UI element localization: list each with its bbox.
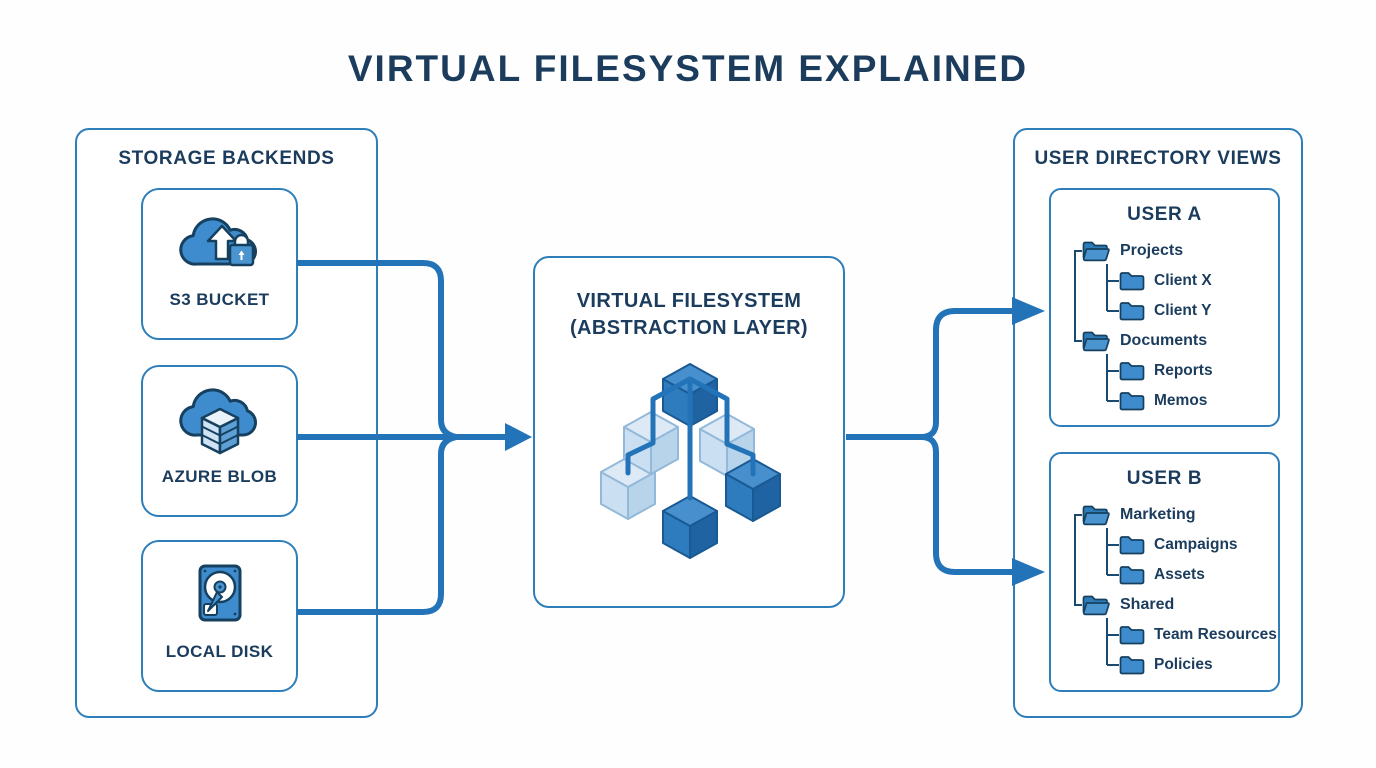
folder-open-icon [1082, 331, 1110, 352]
folder-icon [1119, 656, 1145, 675]
folder-icon [1119, 302, 1145, 321]
user-a-tree-lines [1074, 250, 1119, 402]
page-title: VIRTUAL FILESYSTEM EXPLAINED [347, 48, 1029, 89]
folder-icon [1119, 272, 1145, 291]
tree-item-label: Projects [1120, 242, 1184, 259]
tree-item-shared: Shared [1082, 592, 1174, 618]
s3-bucket-label: S3 BUCKET [169, 290, 270, 309]
tree-item-label: Campaigns [1154, 536, 1238, 553]
tree-item-projects: Projects [1082, 238, 1183, 264]
user-b-title: USER B [1126, 468, 1203, 489]
folder-open-icon [1082, 241, 1110, 262]
azure-blob-box: AZURE BLOB [141, 365, 298, 517]
folder-icon [1119, 566, 1145, 585]
tree-item-documents: Documents [1082, 328, 1207, 354]
hard-disk-icon [198, 564, 241, 622]
vfs-title-line1: VIRTUAL FILESYSTEM [576, 290, 802, 312]
tree-item-label: Memos [1154, 392, 1208, 409]
arrow-right-icon [505, 423, 532, 451]
user-b-box: USER B Marketing Campaigns [1049, 452, 1280, 692]
tree-item-reports: Reports [1119, 358, 1213, 384]
tree-item-label: Marketing [1120, 506, 1196, 523]
tree-item-policies: Policies [1119, 652, 1213, 678]
storage-backends-panel: STORAGE BACKENDS S3 BUCKET AZURE BLOB [75, 128, 378, 718]
tree-item-client-y: Client Y [1119, 298, 1211, 324]
tree-item-label: Reports [1154, 362, 1213, 379]
tree-item-assets: Assets [1119, 562, 1205, 588]
tree-item-team-resources: Team Resources [1119, 622, 1277, 648]
tree-item-label: Assets [1154, 566, 1205, 583]
views-panel-title: USER DIRECTORY VIEWS [1034, 148, 1282, 169]
local-disk-box: LOCAL DISK [141, 540, 298, 692]
s3-bucket-box: S3 BUCKET [141, 188, 298, 340]
user-a-title: USER A [1127, 204, 1202, 225]
local-disk-label: LOCAL DISK [165, 642, 274, 661]
cube-tree-links [625, 376, 756, 501]
tree-item-campaigns: Campaigns [1119, 532, 1238, 558]
folder-open-icon [1082, 595, 1110, 616]
tree-item-label: Client Y [1154, 302, 1212, 319]
tree-item-marketing: Marketing [1082, 502, 1196, 528]
tree-item-label: Team Resources [1154, 626, 1277, 643]
storage-panel-title: STORAGE BACKENDS [118, 148, 335, 169]
azure-blob-label: AZURE BLOB [161, 467, 278, 486]
tree-item-label: Documents [1120, 332, 1208, 349]
tree-item-client-x: Client X [1119, 268, 1212, 294]
user-b-tree-lines [1074, 514, 1119, 666]
vfs-panel-title: VIRTUAL FILESYSTEM (ABSTRACTION LAYER) [535, 288, 843, 342]
user-a-box: USER A Projects Client X [1049, 188, 1280, 427]
folder-icon [1119, 626, 1145, 645]
folder-open-icon [1082, 505, 1110, 526]
folder-icon [1119, 536, 1145, 555]
isometric-cube-tree-icon [600, 363, 781, 559]
tree-item-label: Client X [1154, 272, 1212, 289]
folder-icon [1119, 362, 1145, 381]
tree-item-memos: Memos [1119, 388, 1207, 414]
tree-item-label: Policies [1154, 656, 1213, 673]
cloud-upload-lock-icon [178, 217, 257, 267]
cloud-database-icon [178, 388, 257, 455]
vfs-title-line2: (ABSTRACTION LAYER) [570, 317, 808, 339]
user-directory-views-panel: USER DIRECTORY VIEWS USER A Projects Cli… [1013, 128, 1303, 718]
folder-icon [1119, 392, 1145, 411]
tree-item-label: Shared [1120, 596, 1175, 613]
virtual-filesystem-panel: VIRTUAL FILESYSTEM (ABSTRACTION LAYER) [533, 256, 845, 608]
